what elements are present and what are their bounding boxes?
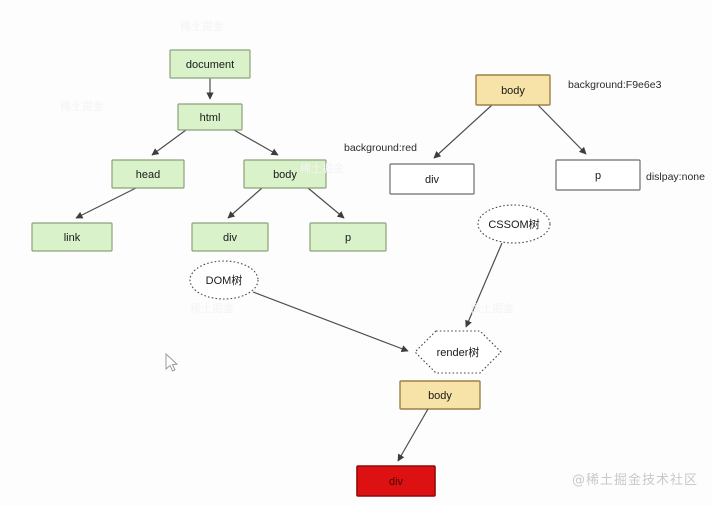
render-tree-hexagon-label: render树 (437, 345, 480, 359)
edge-cssomtree-rendertree (465, 242, 503, 328)
node-html[interactable]: html (177, 103, 243, 131)
cssom-tree-group: body div p background:F9e6e3 background:… (344, 74, 705, 195)
node-head[interactable]: head (111, 159, 185, 189)
cssom-tree-bubble-label: CSSOM树 (488, 217, 539, 231)
node-div-dom[interactable]: div (191, 222, 269, 252)
dom-tree-bubble-shape[interactable] (189, 260, 259, 300)
node-document-label: document (186, 59, 234, 71)
node-div-dom-box[interactable] (191, 222, 269, 252)
node-body-render-box[interactable] (399, 380, 481, 410)
cssom-tree-bubble-shape[interactable] (477, 204, 551, 244)
node-link[interactable]: link (31, 222, 113, 252)
node-p-dom[interactable]: p (309, 222, 387, 252)
edge-html-body (233, 129, 279, 156)
node-p-cssom-label: p (595, 170, 601, 182)
node-div-render-box[interactable] (356, 465, 436, 497)
edge-cssbody-cssdiv (433, 104, 493, 159)
node-html-label: html (200, 112, 221, 124)
node-div-cssom-box[interactable] (389, 163, 475, 195)
ghost-watermark-2: 稀土掘金 (60, 100, 104, 113)
juejin-watermark: @稀土掘金技术社区 (571, 473, 698, 488)
edge-renderbody-renderdiv (397, 408, 429, 462)
render-tree-hexagon-shape[interactable] (414, 330, 502, 374)
edge-domtree-rendertree (252, 291, 409, 353)
node-p-cssom[interactable]: p (555, 159, 641, 191)
node-div-render[interactable]: div (356, 465, 436, 497)
render-tree-merge-edges (252, 242, 503, 353)
node-body-render[interactable]: body (399, 380, 481, 410)
node-link-box[interactable] (31, 222, 113, 252)
mouse-pointer-icon (165, 352, 179, 372)
ghost-watermark-1: 稀土掘金 (180, 20, 224, 33)
node-body-render-label: body (428, 390, 452, 402)
node-div-cssom-label: div (425, 174, 440, 186)
node-body-cssom-box[interactable] (475, 74, 551, 106)
node-body-dom-box[interactable] (243, 159, 327, 189)
ghost-watermark-5: 稀土掘金 (470, 302, 514, 315)
node-head-box[interactable] (111, 159, 185, 189)
node-body-dom-label: body (273, 169, 297, 181)
render-tree-group: render树 body div (356, 330, 502, 497)
dom-tree-edges (75, 78, 345, 219)
edge-html-head (151, 129, 187, 156)
node-p-dom-label: p (345, 232, 351, 244)
node-p-cssom-box[interactable] (555, 159, 641, 191)
dom-tree-bubble-label: DOM树 (206, 273, 243, 287)
node-body-cssom[interactable]: body (475, 74, 551, 106)
node-document[interactable]: document (169, 49, 251, 79)
annotation-body-background: background:F9e6e3 (568, 79, 662, 91)
edge-head-link (75, 187, 137, 219)
render-tree-hexagon[interactable]: render树 (414, 330, 502, 374)
node-div-dom-label: div (223, 232, 238, 244)
dom-tree-bubble[interactable]: DOM树 (189, 260, 259, 300)
node-p-dom-box[interactable] (309, 222, 387, 252)
cursor-arrow-shape (165, 352, 179, 372)
node-link-label: link (64, 232, 81, 244)
ghost-watermark-3: 稀土掘金 (300, 162, 344, 175)
node-div-cssom[interactable]: div (389, 163, 475, 195)
ghost-watermark-4: 稀土掘金 (190, 302, 234, 315)
annotation-p-display: dislpay:none (646, 171, 705, 183)
edge-cssbody-cssp (537, 104, 587, 155)
node-div-render-label: div (389, 476, 404, 488)
node-body-dom[interactable]: body (243, 159, 327, 189)
node-head-label: head (136, 169, 160, 181)
dom-tree-group: document html head body link div (31, 49, 387, 252)
node-html-box[interactable] (177, 103, 243, 131)
edge-body-p (307, 187, 345, 219)
cssom-tree-edges (433, 104, 587, 159)
node-body-cssom-label: body (501, 85, 525, 97)
annotation-div-background: background:red (344, 142, 417, 154)
node-document-box[interactable] (169, 49, 251, 79)
cssom-tree-bubble[interactable]: CSSOM树 (477, 204, 551, 244)
edge-body-div (227, 187, 263, 219)
